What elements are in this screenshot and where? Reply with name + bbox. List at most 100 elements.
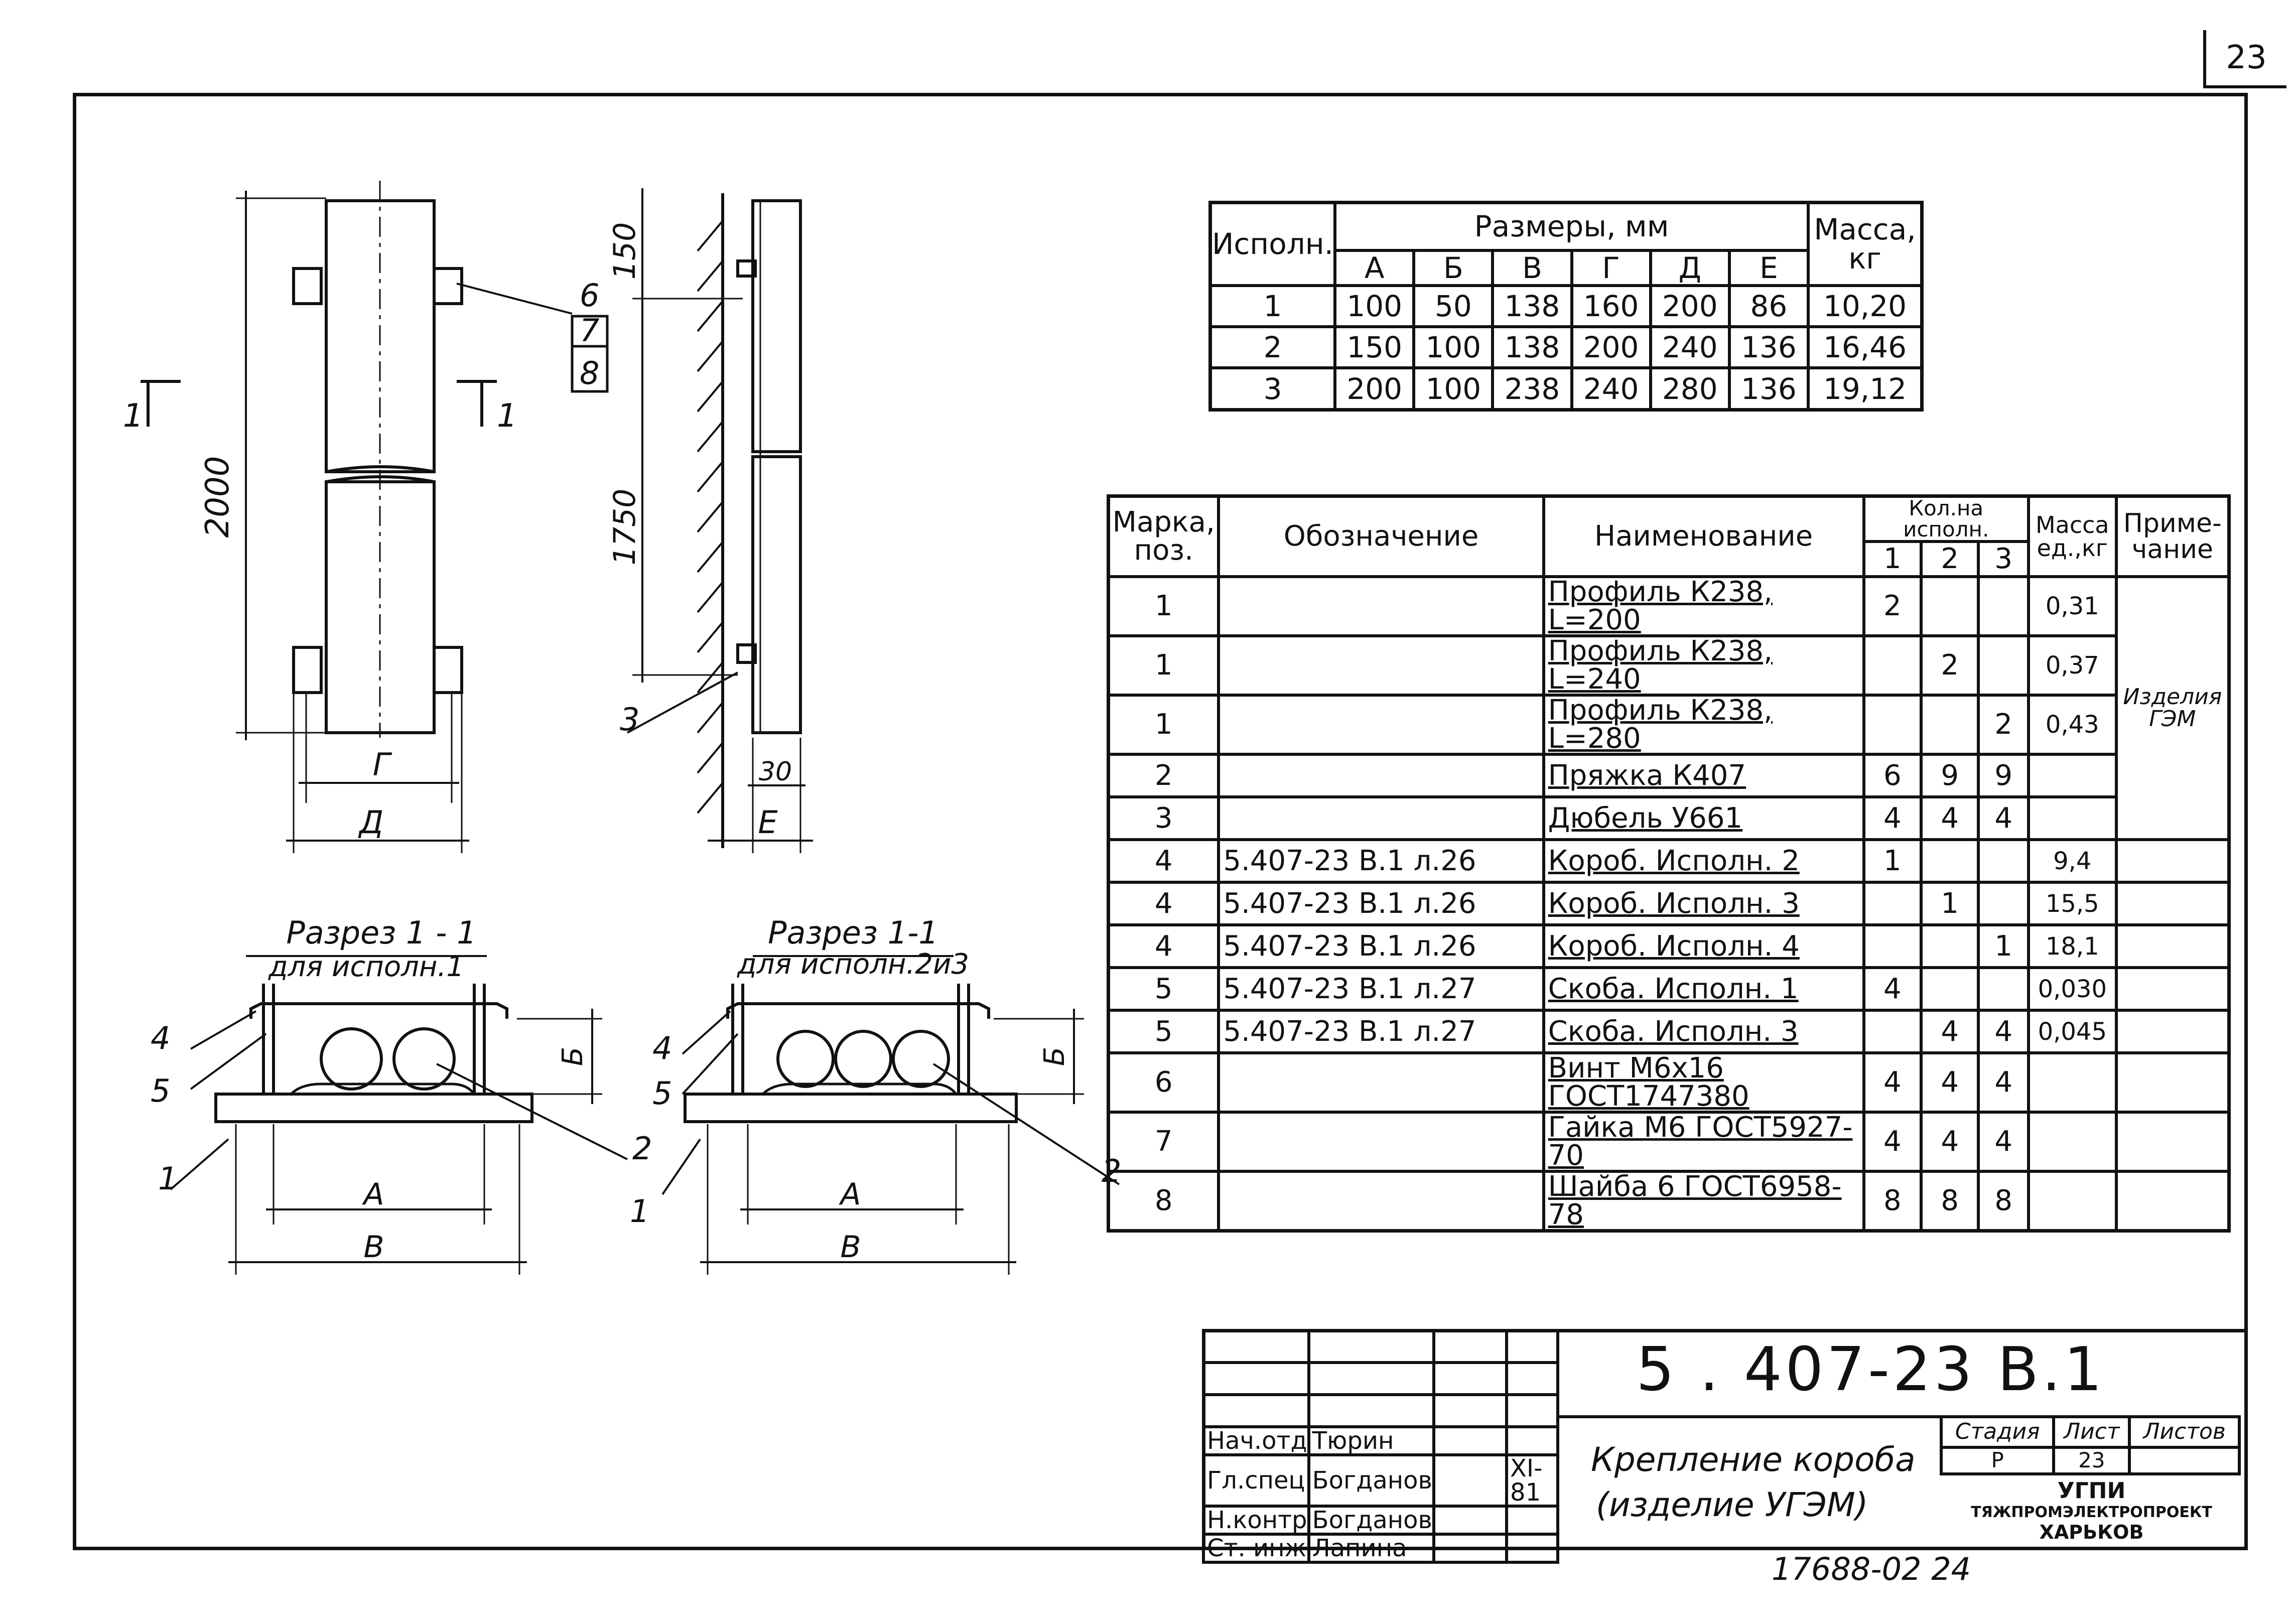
spec-cell-mark: 3 <box>1107 795 1221 841</box>
spec-note-empty <box>2114 923 2231 969</box>
spec-cell-q3 <box>1977 575 2030 637</box>
spec-cell-mark: 2 <box>1107 753 1221 798</box>
dim-col: В <box>1491 248 1573 287</box>
spec-cell-q2 <box>1919 923 1980 969</box>
dim-header-sizes: Размеры, мм <box>1333 201 1810 252</box>
spec-cell-name: Профиль К238, L=240 <box>1542 634 1865 697</box>
callout-6: 6 <box>580 277 599 314</box>
document-code: 5 . 407-23 В.1 <box>1636 1335 2105 1405</box>
spec-cell-q3 <box>1977 634 2030 697</box>
spec-note-empty <box>2114 1170 2231 1233</box>
label-E: Е <box>758 804 778 841</box>
dim-cell: 2 <box>1208 325 1337 370</box>
spec-cell-q1: 4 <box>1862 966 1923 1012</box>
sheet-value: 23 <box>2052 1445 2131 1476</box>
spec-header-qty: Кол.на исполн. <box>1862 494 2030 543</box>
dim-row: 2 150 100 138 200 240 136 16,46 <box>1208 325 1924 370</box>
org-line-2: ТЯЖПРОМЭЛЕКТРОПРОЕКТ <box>1971 1504 2212 1521</box>
spec-cell-q3 <box>1977 838 2030 884</box>
spec-cell-q3: 4 <box>1977 1111 2030 1173</box>
spec-cell-mass <box>2027 795 2118 841</box>
spec-cell-mass: 18,1 <box>2027 923 2118 969</box>
spec-note-empty <box>2114 838 2231 884</box>
name-cell: Богданов <box>1307 1505 1435 1536</box>
spec-qty-col: 2 <box>1919 540 1980 578</box>
name-cell: Тюрин <box>1307 1425 1435 1456</box>
title-line-2: (изделие УГЭМ) <box>1596 1485 1868 1524</box>
spec-note-empty <box>2114 966 2231 1012</box>
spec-cell-des <box>1217 575 1545 637</box>
spec-cell-q3: 1 <box>1977 923 2030 969</box>
callout-8: 8 <box>580 355 599 391</box>
spec-cell-q1: 6 <box>1862 753 1923 798</box>
callout-5-left: 5 <box>151 1072 170 1109</box>
org-line-3: ХАРЬКОВ <box>2039 1521 2144 1543</box>
archive-number: 17688-02 24 <box>1772 1551 1971 1587</box>
dim-row: 1 100 50 138 160 200 86 10,20 <box>1208 284 1924 328</box>
dim-cell: 86 <box>1727 284 1810 328</box>
callout-5-right: 5 <box>652 1075 672 1112</box>
spec-cell-des <box>1217 1051 1545 1114</box>
dim-cell: 238 <box>1491 366 1573 412</box>
sheets-label: Листов <box>2128 1415 2241 1449</box>
spec-header-note: Приме- чание <box>2114 494 2231 578</box>
spec-cell-q2: 2 <box>1919 634 1980 697</box>
spec-cell-q1: 4 <box>1862 795 1923 841</box>
spec-cell-name: Гайка М6 ГОСТ5927-70 <box>1542 1111 1865 1173</box>
spec-cell-des: 5.407-23 В.1 л.27 <box>1217 966 1545 1012</box>
spec-cell-des: 5.407-23 В.1 л.26 <box>1217 881 1545 926</box>
spec-header-mass: Масса ед.,кг <box>2027 494 2118 578</box>
spec-cell-des: 5.407-23 В.1 л.26 <box>1217 838 1545 884</box>
spec-note-group: Изделия ГЭМ <box>2114 575 2231 841</box>
dim-cell: 16,46 <box>1807 325 1924 370</box>
callout-1-left: 1 <box>158 1160 178 1197</box>
org-line-1: УГПИ <box>2057 1478 2126 1504</box>
spec-note-empty <box>2114 881 2231 926</box>
label-A-right: А <box>838 1177 861 1212</box>
spec-cell-q1: 4 <box>1862 1051 1923 1114</box>
dim-col: А <box>1333 248 1416 287</box>
stage-value: Р <box>1939 1445 2056 1476</box>
spec-qty-col: 3 <box>1977 540 2030 578</box>
label-D: Д <box>358 804 383 841</box>
spec-cell-mark: 4 <box>1107 838 1221 884</box>
dim-cell: 3 <box>1208 366 1337 412</box>
dim-cell: 150 <box>1333 325 1416 370</box>
stage-label: Стадия <box>1939 1415 2056 1449</box>
spec-cell-q2: 4 <box>1919 1111 1980 1173</box>
spec-cell-mark: 7 <box>1107 1111 1221 1173</box>
title-line-1: Крепление короба <box>1591 1440 1916 1479</box>
dim-cell: 240 <box>1649 325 1731 370</box>
spec-cell-mark: 1 <box>1107 694 1221 756</box>
dim-col: Г <box>1570 248 1652 287</box>
dim-cell: 136 <box>1727 325 1810 370</box>
spec-cell-name: Профиль К238, L=200 <box>1542 575 1865 637</box>
spec-cell-mark: 6 <box>1107 1051 1221 1114</box>
spec-cell-mass: 15,5 <box>2027 881 2118 926</box>
spec-cell-name: Короб. Исполн. 3 <box>1542 881 1865 926</box>
spec-cell-mark: 4 <box>1107 923 1221 969</box>
spec-cell-mass: 0,43 <box>2027 694 2118 756</box>
spec-cell-q2 <box>1919 838 1980 884</box>
role-cell: Гл.спец <box>1202 1453 1310 1508</box>
signature-grid: Нач.отд Тюрин Гл.спец Богданов XI-81 Н.к… <box>1202 1329 1559 1564</box>
spec-cell-mass: 0,37 <box>2027 634 2118 697</box>
dim-cell: 100 <box>1333 284 1416 328</box>
spec-cell-mass <box>2027 753 2118 798</box>
label-V-left: В <box>363 1230 384 1265</box>
spec-cell-q1: 4 <box>1862 1111 1923 1173</box>
spec-cell-mark: 5 <box>1107 1009 1221 1054</box>
spec-cell-des: 5.407-23 В.1 л.27 <box>1217 1009 1545 1054</box>
spec-cell-des: 5.407-23 В.1 л.26 <box>1217 923 1545 969</box>
spec-cell-q3 <box>1977 881 2030 926</box>
stage-block: Стадия Лист Листов Р 23 <box>1939 1415 2241 1476</box>
role-cell: Ст. инж <box>1202 1533 1310 1564</box>
